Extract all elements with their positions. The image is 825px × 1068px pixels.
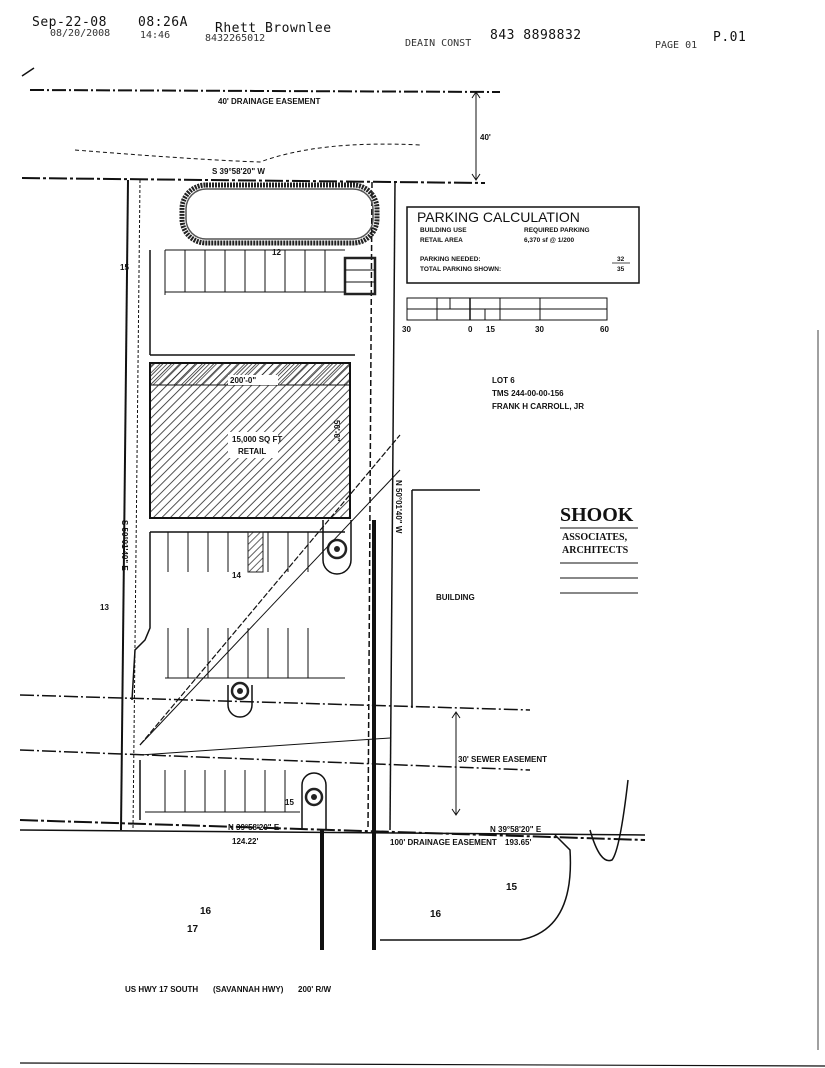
bearing-bottom-left-dist: 124.22' <box>232 837 258 846</box>
building-side-dim: 50'-0" <box>332 420 341 442</box>
fax-underlay-time: 14:46 <box>140 30 171 41</box>
scale-tick-2: 15 <box>486 325 495 334</box>
fax-header: Sep-22-08 08:26A Rhett Brownlee 843 8898… <box>0 0 825 60</box>
drive-edge-left <box>131 532 151 701</box>
fax-underlay-phone: 8432265012 <box>205 33 266 44</box>
property-line-bottom <box>19 819 646 841</box>
fax-underlay-page: PAGE 01 <box>655 40 698 51</box>
fax-underlay-date: 08/20/2008 <box>50 28 111 39</box>
bearing-bottom-right-dist: 193.65' <box>505 838 531 847</box>
contour-line <box>74 143 421 163</box>
building-dimension: 200'-0" <box>230 376 256 385</box>
parking-row-bottom <box>145 770 300 813</box>
parking-shown-value: 35 <box>617 266 625 273</box>
dumpster-enclosure <box>343 256 377 296</box>
diagonal-line <box>139 434 401 746</box>
architect-name: SHOOK <box>560 504 634 526</box>
sewer-easement-line-top <box>19 694 531 711</box>
side-bearing-right: N 50°01'40" W <box>394 480 403 534</box>
parking-calc-row-required: 6,370 sf @ 1/200 <box>524 237 574 244</box>
accessible-aisle <box>247 531 264 573</box>
adjacent-lot-curve <box>380 834 572 941</box>
tree-island-1 <box>322 520 352 575</box>
lot-number-4: 15 <box>506 882 518 893</box>
adjacent-building-label: BUILDING <box>436 593 475 602</box>
lot-number-3: 16 <box>430 909 442 920</box>
building-area-label: 15,000 SQ FT <box>232 435 282 444</box>
parking-calc-title: PARKING CALCULATION <box>417 209 580 225</box>
lot-label: LOT 6 <box>492 376 515 385</box>
stray-mark <box>21 67 35 77</box>
lot-number-2: 17 <box>187 924 199 935</box>
dimension-top-label: 40' <box>480 133 491 142</box>
architect-line-3: ARCHITECTS <box>562 545 629 556</box>
scale-tick-3: 30 <box>535 325 544 334</box>
parking-needed-value: 32 <box>617 256 625 263</box>
space-count-top: 12 <box>272 248 281 257</box>
right-of-way-label: 100' DRAINAGE EASEMENT <box>390 838 497 847</box>
fax-time: 08:26A <box>138 15 188 30</box>
left-boundary <box>120 179 129 831</box>
road-label: US HWY 17 SOUTH <box>125 985 198 994</box>
space-count-middle: 14 <box>232 571 241 580</box>
lot-tms: TMS 244-00-00-156 <box>492 389 564 398</box>
space-count-bottom: 15 <box>285 798 294 807</box>
fax-sender: Rhett Brownlee <box>215 21 332 36</box>
scale-tick-0: 30 <box>402 325 411 334</box>
fax-phone: 843 8898832 <box>490 28 582 43</box>
space-count-side: 15 <box>120 263 129 272</box>
sewer-easement-label: 30' SEWER EASEMENT <box>458 755 547 764</box>
side-bearing-left: S 50°01'40" E <box>120 520 129 571</box>
sewer-easement-line-bottom <box>19 749 531 771</box>
fax-page-number: P.01 <box>713 30 747 45</box>
drainage-easement-label: 40' DRAINAGE EASEMENT <box>218 97 320 106</box>
road-alias: (SAVANNAH HWY) <box>213 985 284 994</box>
parking-calc-row-use: RETAIL AREA <box>420 237 463 244</box>
parking-needed-label: PARKING NEEDED: <box>420 256 481 263</box>
tree-island-2 <box>227 681 253 718</box>
architect-title-block: SHOOK ASSOCIATES, ARCHITECTS <box>560 504 638 594</box>
parking-calc-col-use: BUILDING USE <box>420 227 467 234</box>
bearing-bottom-left: N 39°58'20" E <box>228 823 280 832</box>
right-boundary <box>367 181 373 831</box>
retention-pond <box>179 182 380 246</box>
fax-date: Sep-22-08 <box>32 15 107 30</box>
parking-row-lower <box>165 628 345 679</box>
building-use-label: RETAIL <box>238 447 266 456</box>
easement-top-line <box>29 89 501 93</box>
bearing-top-label: S 39°58'20" W <box>212 167 265 176</box>
parking-calc-col-required: REQUIRED PARKING <box>524 227 590 234</box>
parking-row-top <box>149 249 355 356</box>
lot-owner: FRANK H CARROLL, JR <box>492 402 584 411</box>
tree-island-3 <box>301 772 327 830</box>
architect-line-2: ASSOCIATES, <box>562 532 628 543</box>
scale-tick-4: 60 <box>600 325 609 334</box>
bearing-bottom-right: N 39°58'20" E <box>490 825 542 834</box>
scale-tick-1: 0 <box>468 325 473 334</box>
space-count-lower: 13 <box>100 603 109 612</box>
parking-row-middle <box>150 531 345 573</box>
parking-calculation-box: PARKING CALCULATION BUILDING USE REQUIRE… <box>406 206 640 284</box>
fax-underlay-sender: DEAIN CONST <box>405 38 472 49</box>
road-row: 200' R/W <box>298 985 331 994</box>
lot-number-1: 16 <box>200 906 212 917</box>
property-line-top <box>21 177 486 184</box>
scale-bar: 30 0 15 30 60 <box>402 297 609 334</box>
parking-shown-label: TOTAL PARKING SHOWN: <box>420 266 501 273</box>
